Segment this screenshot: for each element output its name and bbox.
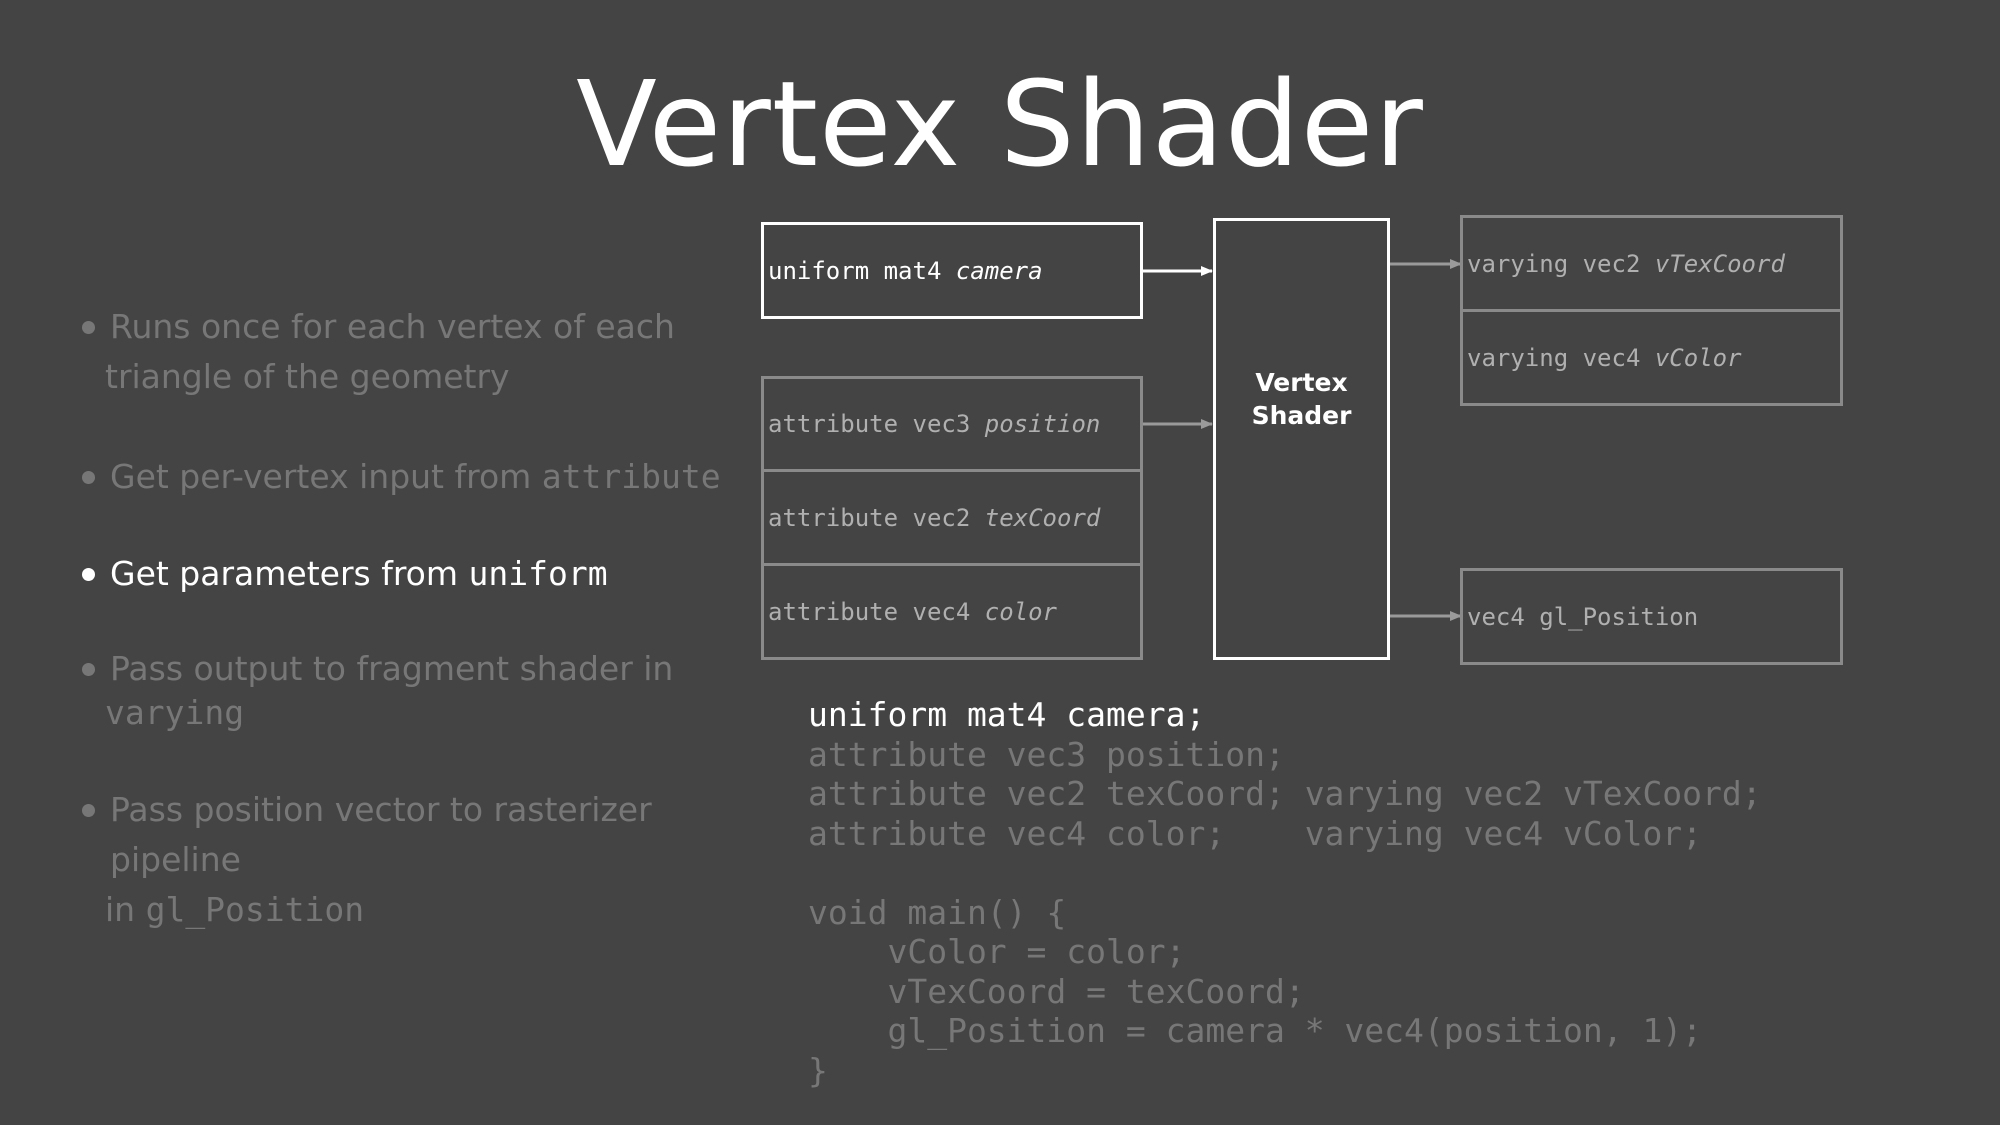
bullet-text: Get per-vertex input from	[110, 457, 542, 496]
box-type: attribute vec4	[768, 597, 985, 626]
varying-vcolor-box: varying vec4 vColor	[1460, 309, 1843, 406]
slide-title: Vertex Shader	[576, 55, 1424, 193]
box-var-name: vTexCoord	[1654, 249, 1785, 278]
gl-position-box: vec4 gl_Position	[1460, 568, 1843, 665]
box-var-name: color	[984, 597, 1057, 626]
bullet-dot-icon	[82, 321, 95, 334]
vertex-shader-label: Vertex Shader	[1251, 368, 1352, 430]
uniform-camera-box: uniform mat4 camera	[761, 222, 1143, 319]
box-var-name: camera	[955, 256, 1043, 285]
bullet-text-continued: in	[105, 890, 146, 929]
bullet-text: Pass position vector to rasterizer pipel…	[110, 790, 652, 879]
bullet-dot-icon	[82, 568, 95, 581]
bullet-text: Get parameters from	[110, 554, 469, 593]
code-line: vColor = color;	[808, 932, 1186, 971]
bullet-code: uniform	[468, 554, 608, 593]
bullet-code: varying	[105, 693, 245, 732]
bullet-attribute: Get per-vertex input from attribute	[78, 452, 758, 502]
code-line: }	[808, 1050, 828, 1090]
bullet-runs-once: Runs once for each vertex of each triang…	[78, 302, 758, 402]
attribute-position-box: attribute vec3 position	[761, 376, 1143, 472]
box-type: varying vec2	[1467, 249, 1655, 278]
bullet-text: Runs once for each vertex of each	[110, 307, 675, 346]
code-line: attribute vec2 texCoord; varying vec2 vT…	[808, 774, 1762, 813]
box-var-name: position	[984, 410, 1101, 438]
bullet-code: attribute	[541, 457, 721, 496]
vertex-shader-box: Vertex Shader	[1213, 218, 1390, 660]
attribute-texcoord-box: attribute vec2 texCoord	[761, 469, 1143, 566]
code-line: uniform mat4 camera;	[808, 695, 1206, 734]
box-var-name: texCoord	[984, 503, 1101, 532]
attribute-color-box: attribute vec4 color	[761, 563, 1143, 660]
code-line: attribute vec3 position;	[808, 734, 1285, 774]
bullet-dot-icon	[82, 471, 95, 484]
bullet-uniform: Get parameters from uniform	[78, 549, 758, 599]
bullet-dot-icon	[82, 663, 95, 676]
bullet-dot-icon	[82, 804, 95, 817]
box-type: varying vec4	[1467, 343, 1655, 372]
code-line	[808, 853, 1958, 893]
varying-vtexcoord-box: varying vec2 vTexCoord	[1460, 215, 1843, 312]
bullet-text-continued: triangle of the geometry	[105, 357, 510, 396]
code-line: void main() {	[808, 892, 1067, 932]
code-line: gl_Position = camera * vec4(position, 1)…	[808, 1011, 1703, 1050]
code-line: vTexCoord = texCoord;	[808, 971, 1305, 1011]
box-type: attribute vec3	[768, 410, 985, 438]
bullet-text: Pass output to fragment shader in	[110, 649, 674, 688]
box-type: attribute vec2	[768, 503, 985, 532]
code-line: attribute vec4 color; varying vec4 vColo…	[808, 813, 1703, 853]
bullet-varying: Pass output to fragment shader in varyin…	[78, 647, 758, 735]
code-listing: uniform mat4 camera;attribute vec3 posit…	[808, 695, 1958, 1090]
box-type: uniform mat4	[768, 256, 956, 285]
box-type: vec4 gl_Position	[1467, 602, 1699, 631]
bullet-code: gl_Position	[145, 890, 365, 929]
box-var-name: vColor	[1654, 343, 1742, 372]
bullet-gl-position: Pass position vector to rasterizer pipel…	[78, 785, 758, 935]
